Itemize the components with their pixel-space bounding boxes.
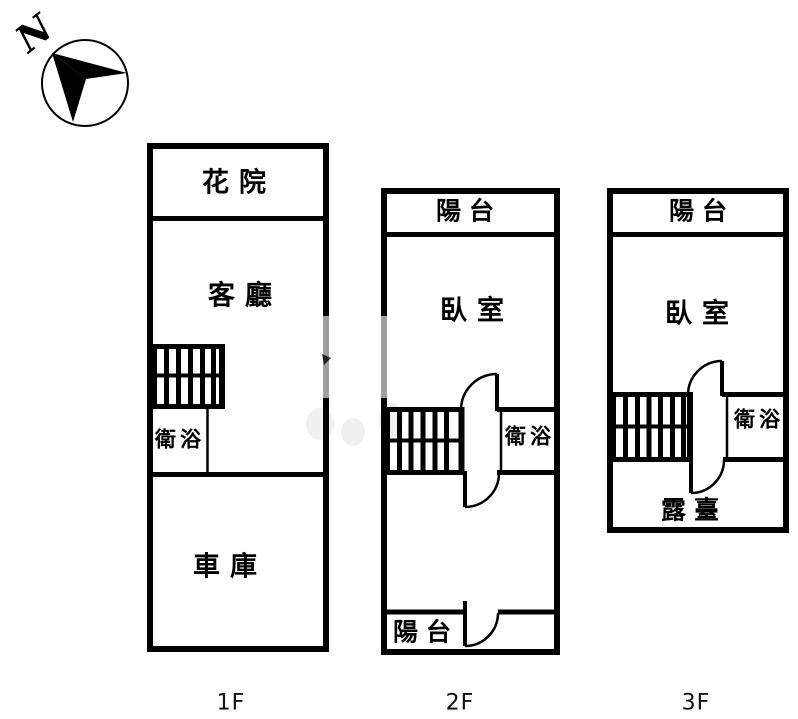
- room-label-living-room: 客廳: [208, 280, 282, 312]
- compass-icon: [41, 39, 129, 127]
- room-label-balcony-bottom-2f: 陽台: [392, 617, 460, 647]
- door-terrace-3f-icon: [689, 458, 726, 495]
- door-balcony-2f-icon: [463, 601, 500, 648]
- watermark-overlay: [300, 316, 462, 446]
- room-label-terrace: 露臺: [660, 495, 728, 525]
- floor-plan-2f: [381, 188, 560, 655]
- outer-wall-3f: [607, 188, 789, 533]
- floor-label-3f: 3F: [681, 690, 711, 716]
- stairs-3f-icon: [607, 392, 693, 462]
- floor-plan-3f: [607, 188, 789, 533]
- door-bedroom-2f-icon: [459, 372, 499, 411]
- stairs-1f-icon: [147, 344, 225, 409]
- room-label-bathroom-2f: 衛浴: [505, 424, 555, 449]
- compass-needle-east-blade: [52, 53, 127, 79]
- room-label-bathroom-1f: 衛浴: [155, 427, 205, 452]
- door-bedroom-3f-icon: [686, 359, 724, 396]
- outer-wall-2f: [381, 188, 560, 655]
- room-label-flower-yard: 花院: [202, 167, 276, 199]
- room-label-bedroom-2f: 臥室: [440, 295, 514, 327]
- floor-label-1f: 1F: [216, 690, 246, 716]
- compass-needle-south-blade: [52, 53, 86, 122]
- room-label-bathroom-3f: 衛浴: [734, 407, 784, 432]
- door-rear-room-2f-icon: [463, 471, 501, 509]
- room-label-bedroom-3f: 臥室: [665, 298, 739, 330]
- room-label-garage: 車庫: [193, 551, 267, 583]
- stairs-2f-icon: [381, 407, 465, 475]
- floor-label-2f: 2F: [445, 690, 475, 716]
- compass-circle: [41, 39, 129, 127]
- room-label-balcony-3f: 陽台: [668, 196, 736, 226]
- room-label-balcony-top-2f: 陽台: [435, 196, 503, 226]
